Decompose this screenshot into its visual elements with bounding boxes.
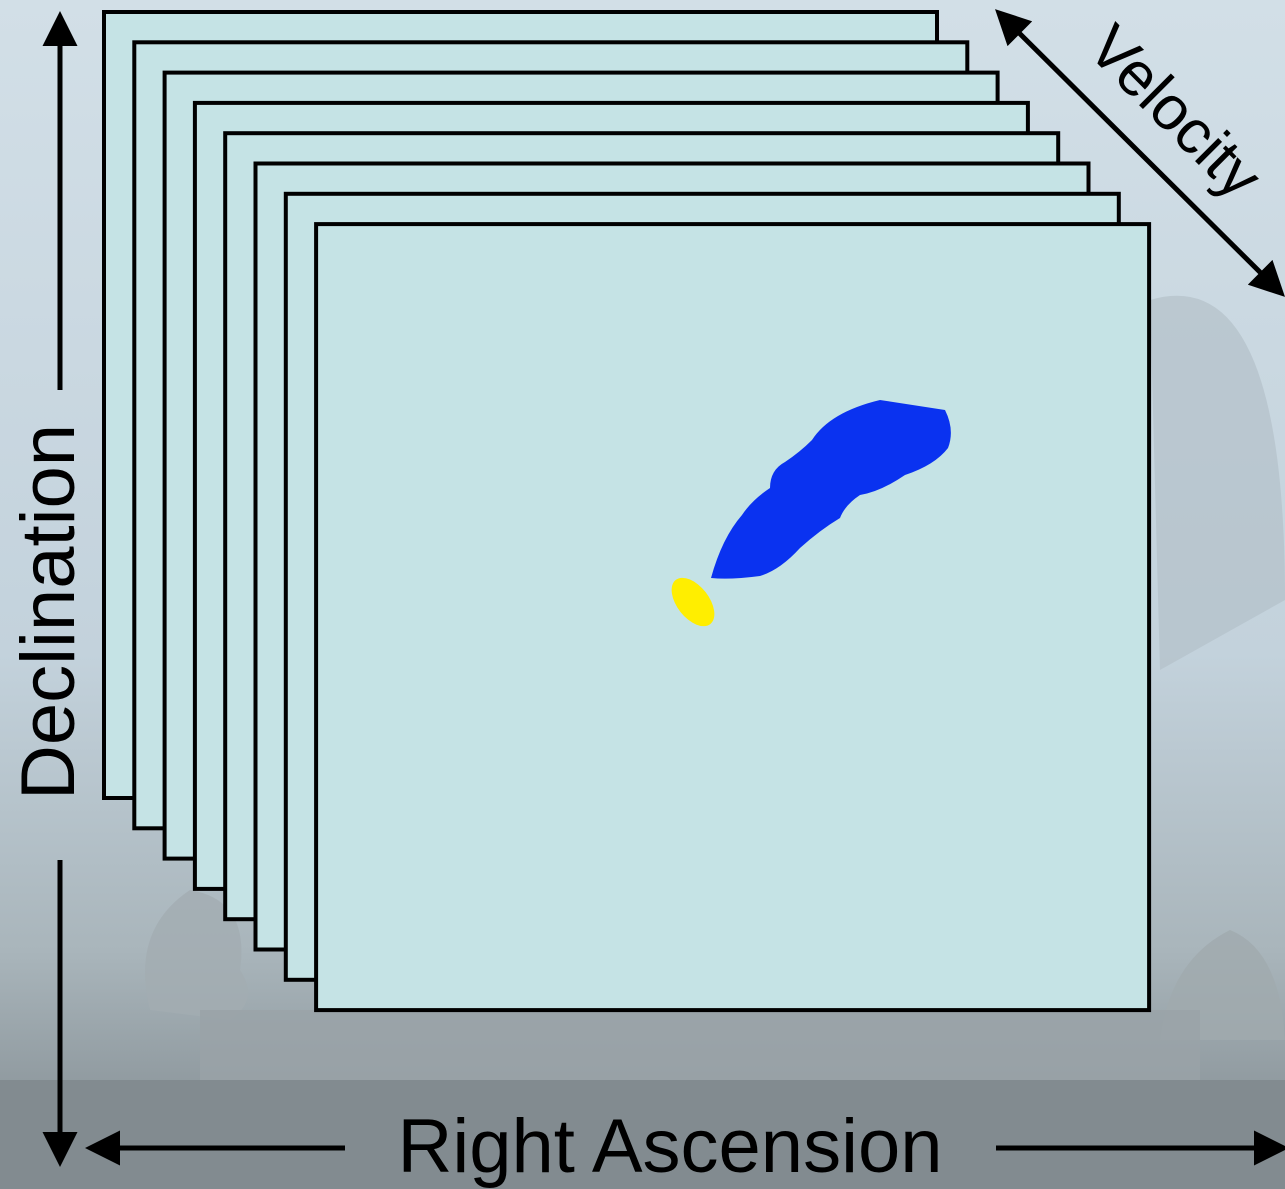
- emission-features: [671, 400, 951, 627]
- velocity-arrow: [995, 9, 1285, 297]
- velocity-channel-stack: [102, 10, 1152, 1013]
- ground-strip: [0, 1080, 1285, 1189]
- right-ascension-axis: Right Ascension: [85, 1104, 1285, 1189]
- declination-label: Declination: [6, 424, 91, 800]
- declination-axis: Declination: [6, 11, 91, 1167]
- right-ascension-label: Right Ascension: [398, 1104, 943, 1189]
- front-channel-panel: [314, 222, 1152, 1013]
- main-emission-source: [711, 400, 951, 579]
- compact-emission-source: [671, 577, 715, 627]
- telescope-structure: [200, 1010, 1200, 1080]
- telescope-dish-silhouette: [1150, 295, 1285, 670]
- tree-silhouette-left: [145, 890, 248, 1020]
